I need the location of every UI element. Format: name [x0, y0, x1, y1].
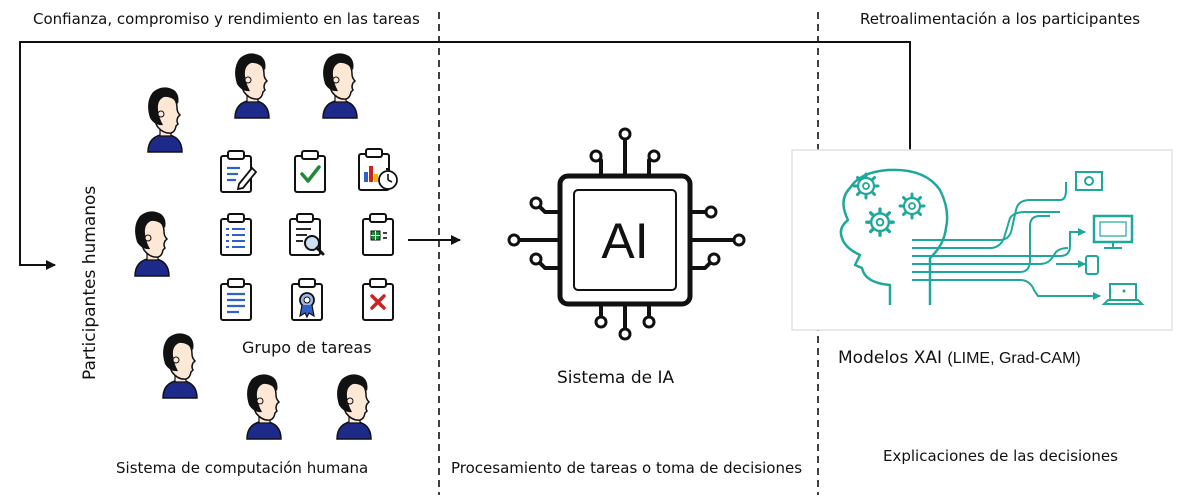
- feedback-label: Retroalimentación a los participantes: [860, 10, 1141, 28]
- camera-icon: [1075, 171, 1103, 191]
- task-group: [220, 148, 398, 321]
- trust-engagement-label: Confianza, compromiso y rendimiento en l…: [33, 10, 420, 28]
- clipboard-x-icon: [362, 278, 394, 321]
- ai-chip-icon: AI: [507, 127, 746, 341]
- monitor-icon: [1092, 214, 1134, 249]
- clipboard-grid-icon: [362, 213, 394, 256]
- person-icon: [162, 332, 198, 399]
- decision-explanations-label: Explicaciones de las decisiones: [883, 447, 1118, 465]
- ai-chip-label: AI: [601, 213, 648, 269]
- clipboard-list-icon: [220, 213, 252, 256]
- person-icon: [246, 373, 282, 440]
- clipboard-chart-timer-icon: [358, 148, 398, 191]
- person-icon: [336, 373, 372, 440]
- clipboard-check-icon: [294, 150, 326, 193]
- clipboard-certificate-icon: [291, 278, 323, 321]
- person-icon: [234, 52, 270, 119]
- xai-models-label: Modelos XAI (LIME, Grad-CAM): [838, 348, 1081, 368]
- feedback-loop-arrow: [19, 41, 911, 270]
- human-computation-label: Sistema de computación humana: [116, 459, 369, 477]
- phone-icon: [1085, 255, 1099, 275]
- clipboard-text-icon: [220, 278, 252, 321]
- ai-system-label: Sistema de IA: [557, 368, 675, 388]
- task-processing-label: Procesamiento de tareas o toma de decisi…: [451, 459, 803, 477]
- participants-group: [134, 52, 372, 440]
- laptop-icon: [1101, 283, 1145, 305]
- participants-label: Participantes humanos: [80, 185, 100, 380]
- xai-models-title: Modelos XAI: [838, 348, 942, 368]
- head-gears-icon: [839, 168, 949, 305]
- person-icon: [147, 86, 183, 153]
- clipboard-search-icon: [289, 213, 325, 256]
- task-group-label: Grupo de tareas: [242, 338, 372, 357]
- clipboard-pencil-icon: [220, 150, 258, 193]
- xai-models-methods: (LIME, Grad-CAM): [947, 350, 1081, 367]
- person-icon: [322, 52, 358, 119]
- xai-connections: [912, 182, 1101, 300]
- person-icon: [134, 210, 170, 277]
